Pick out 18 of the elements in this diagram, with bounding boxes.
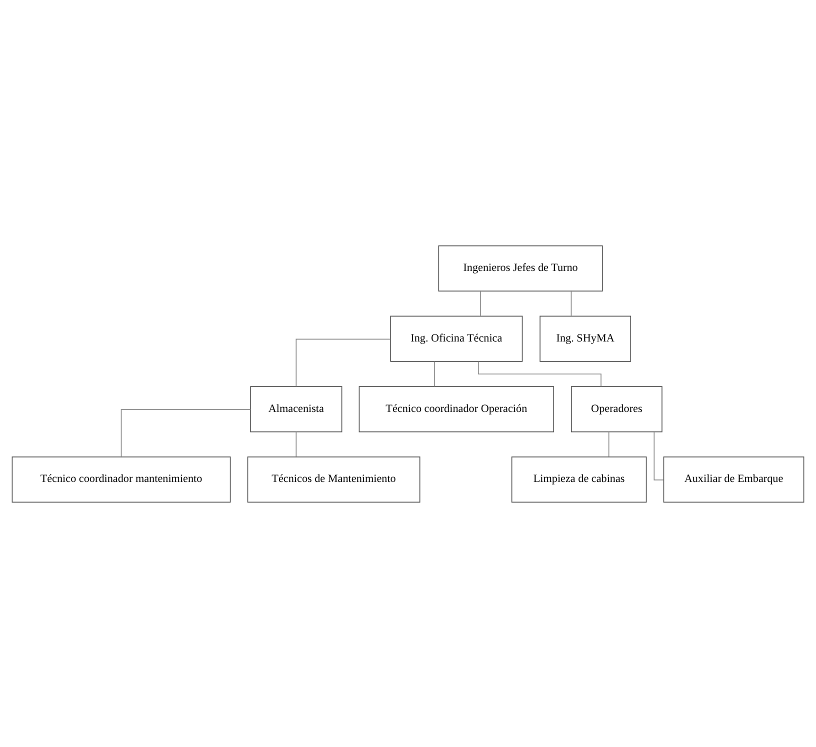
connector	[296, 338, 391, 386]
node-box: Auxiliar de Embarque	[663, 456, 804, 502]
connector	[120, 408, 251, 457]
connector	[608, 430, 610, 457]
node-box: Ingenieros Jefes de Turno	[438, 244, 603, 291]
connector	[296, 430, 297, 457]
node-box: Limpieza de cabinas	[511, 456, 647, 502]
connector	[480, 290, 481, 316]
connector	[570, 290, 572, 316]
node-box: Técnico coordinador mantenimiento	[12, 456, 231, 502]
node-box: Técnico coordinador Operación	[358, 386, 554, 432]
connector	[434, 360, 435, 386]
node-box: Ing. SHyMA	[540, 315, 632, 362]
node-box: Ing. Oficina Técnica	[390, 315, 523, 362]
node-box: Operadores	[570, 386, 662, 432]
node-box: Almacenista	[250, 386, 342, 432]
node-box: Técnicos de Mantenimiento	[247, 456, 420, 502]
connector	[654, 431, 664, 480]
